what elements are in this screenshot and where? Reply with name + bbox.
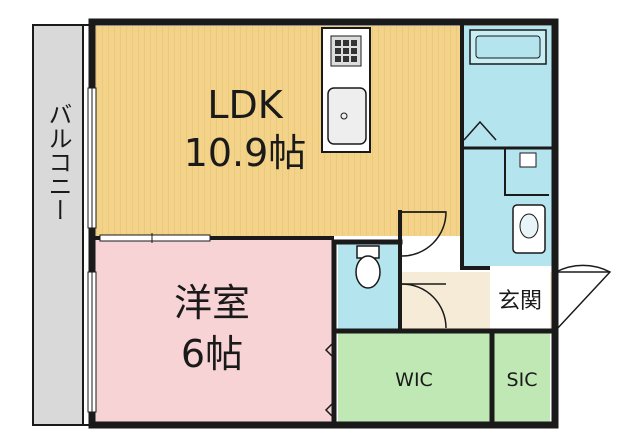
sliding-door-western [99,233,211,243]
door-wic [324,339,337,421]
room-entrance [402,272,552,329]
room-wic [338,333,490,422]
room-western [92,240,332,422]
door-ldk [401,211,447,257]
window-western [87,271,97,413]
room-entrance-name: 玄関 [498,289,542,314]
room-western-size: 6帖 [181,332,243,376]
room-sic [494,333,550,422]
room-sic-name: SIC [507,369,538,391]
room-wic-name: WIC [395,369,433,391]
wash-basin-icon [512,152,546,254]
room-ldk-name: LDK [207,83,283,127]
kitchen-counter [321,27,371,153]
room-western-name: 洋室 [174,281,250,325]
stove-icon [335,40,357,62]
toilet-icon [355,245,381,289]
bathtub-icon [469,29,547,65]
balcony-label: バルコニー [44,102,72,222]
room-ldk-size: 10.9帖 [184,131,307,175]
bath-door [463,120,497,141]
room-ldk [92,26,462,236]
door-entrance [555,264,612,331]
window-ldk [87,87,97,229]
balcony: バルコニー [32,24,92,426]
door-toilet [401,283,447,329]
